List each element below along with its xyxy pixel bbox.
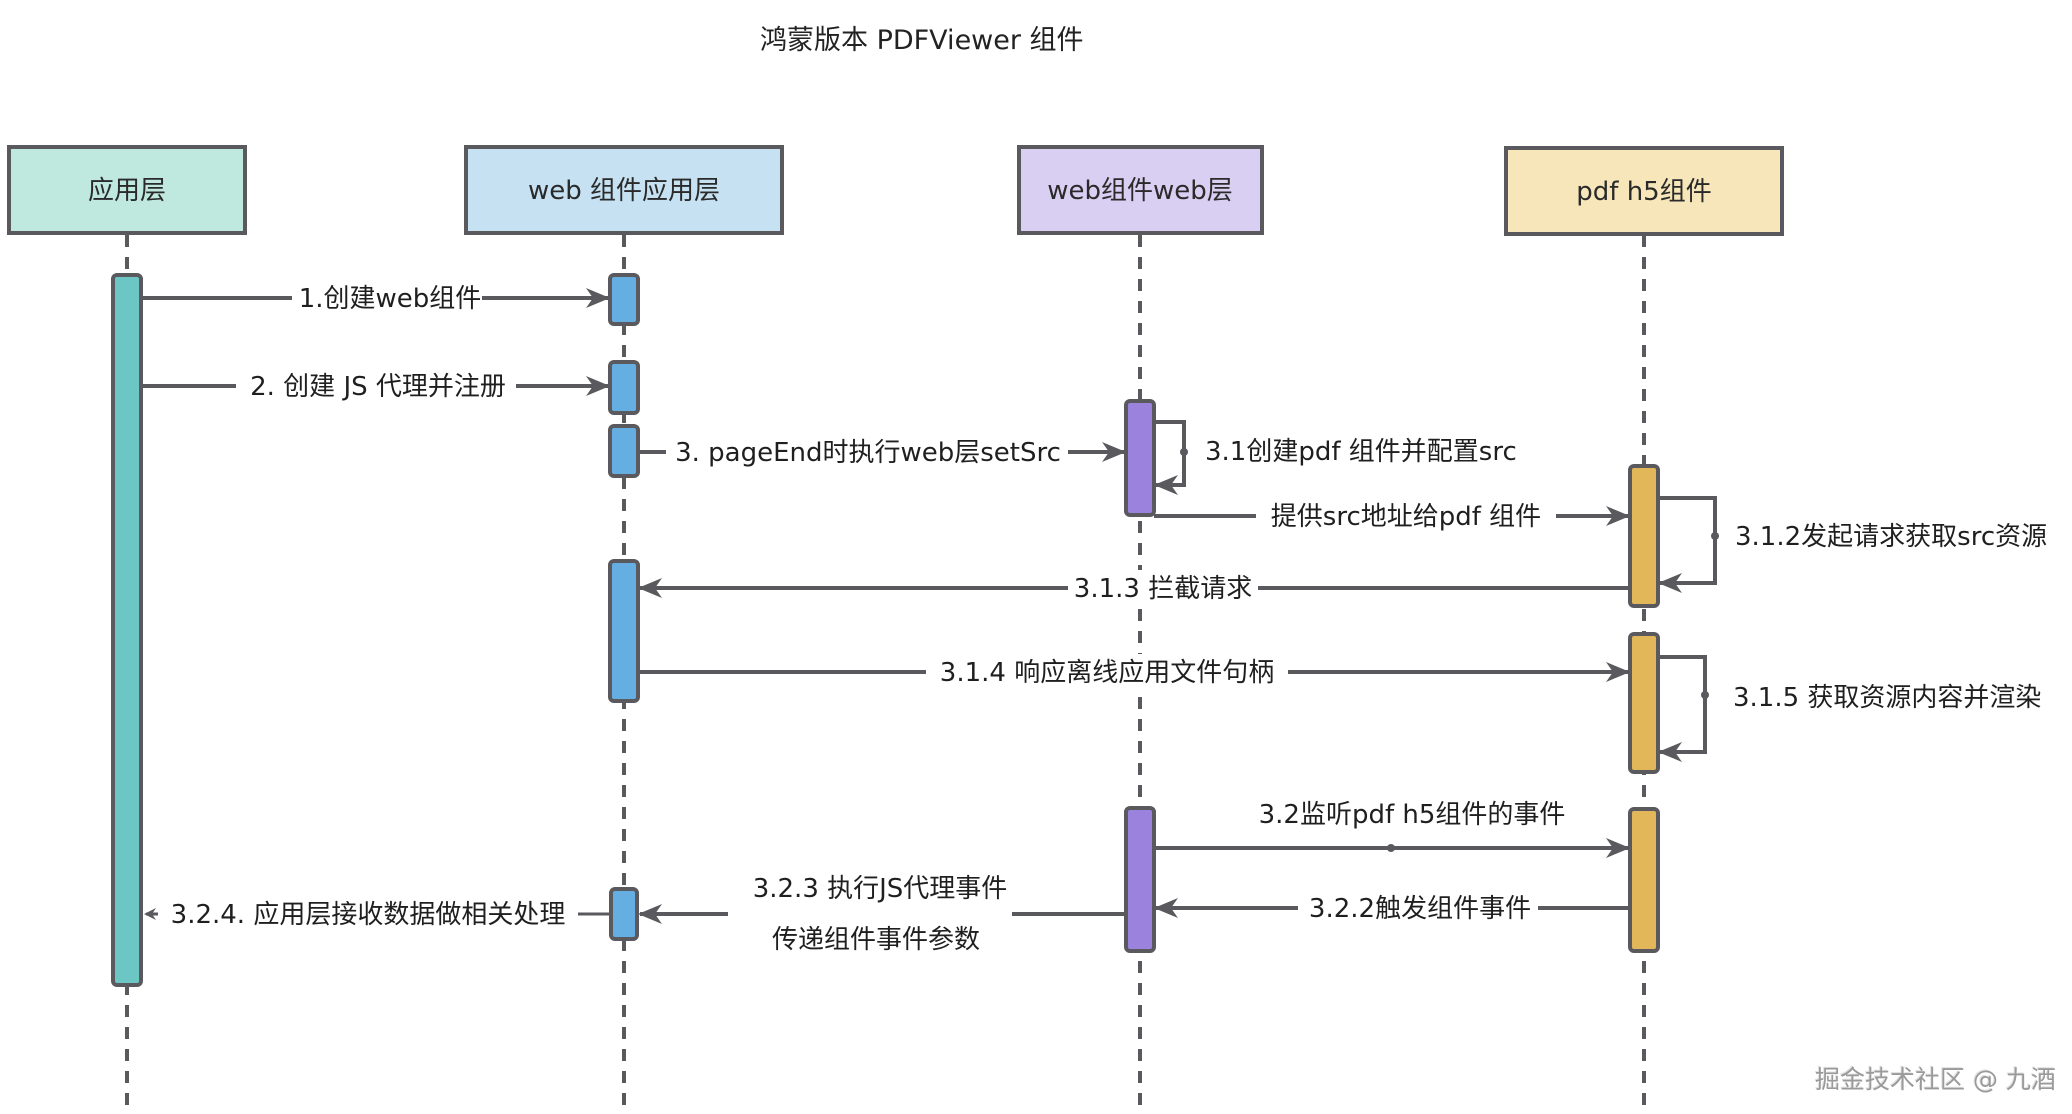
message-3-2[interactable]: 3.2监听pdf h5组件的事件 <box>1154 800 1630 858</box>
diagram-title: 鸿蒙版本 PDFViewer 组件 <box>760 25 1084 56</box>
message-label: 3.1.4 响应离线应用文件句柄 <box>940 658 1274 688</box>
activation-pdfh5-1 <box>1628 464 1660 608</box>
message-label: 3. pageEnd时执行web层setSrc <box>675 438 1061 468</box>
participant-pdfh5[interactable]: pdf h5组件 <box>1504 146 1784 236</box>
message-label: 2. 创建 JS 代理并注册 <box>250 372 506 402</box>
participant-label: web组件web层 <box>1047 176 1233 206</box>
activation-webapp-1 <box>608 273 640 326</box>
message-label: 3.1.2发起请求获取src资源 <box>1735 522 2047 552</box>
message-3-2-2[interactable]: 3.2.2触发组件事件 <box>1154 890 1630 924</box>
message-label: 3.2.2触发组件事件 <box>1309 894 1531 924</box>
message-label: 提供src地址给pdf 组件 <box>1271 502 1541 532</box>
activation-webweb-1 <box>1124 399 1156 517</box>
activation-pdfh5-2 <box>1628 632 1660 774</box>
message-3-1-self[interactable]: 3.1创建pdf 组件并配置src <box>1154 420 1517 495</box>
activation-webweb-2 <box>1124 806 1156 953</box>
participant-webapp[interactable]: web 组件应用层 <box>464 145 784 235</box>
message-label: 3.1创建pdf 组件并配置src <box>1205 437 1517 467</box>
activation-webapp-5 <box>609 887 639 941</box>
message-label: 3.2.4. 应用层接收数据做相关处理 <box>171 900 566 930</box>
message-label: 1.创建web组件 <box>299 284 482 314</box>
message-label: 3.1.3 拦截请求 <box>1074 574 1252 604</box>
message-label: 3.2监听pdf h5组件的事件 <box>1259 800 1566 830</box>
participant-app[interactable]: 应用层 <box>7 145 247 235</box>
activation-webapp-2 <box>608 360 640 415</box>
message-label: 3.2.3 执行JS代理事件 <box>753 874 1008 904</box>
activation-webapp-4 <box>608 559 640 703</box>
participant-label: web 组件应用层 <box>528 176 720 206</box>
participant-label: pdf h5组件 <box>1576 177 1711 207</box>
watermark: 掘金技术社区 @ 九酒 <box>1815 1065 2056 1094</box>
message-label-line2: 传递组件事件参数 <box>772 925 980 955</box>
message-3[interactable]: 3. pageEnd时执行web层setSrc <box>638 434 1126 468</box>
participant-label: 应用层 <box>88 176 166 206</box>
message-1[interactable]: 1.创建web组件 <box>141 280 610 314</box>
message-3-1-3[interactable]: 3.1.3 拦截请求 <box>638 570 1630 604</box>
activation-webapp-3 <box>608 424 640 478</box>
activation-app <box>111 273 143 987</box>
message-3-1-1[interactable]: 提供src地址给pdf 组件 <box>1154 498 1630 532</box>
participant-webweb[interactable]: web组件web层 <box>1017 145 1264 235</box>
message-3-1-4[interactable]: 3.1.4 响应离线应用文件句柄 <box>638 654 1630 688</box>
activation-pdfh5-3 <box>1628 807 1660 953</box>
message-3-2-3[interactable]: 3.2.3 执行JS代理事件 传递组件事件参数 <box>638 874 1126 955</box>
message-3-1-2-self[interactable]: 3.1.2发起请求获取src资源 <box>1658 496 2047 593</box>
message-label: 3.1.5 获取资源内容并渲染 <box>1733 683 2041 713</box>
message-3-1-5-self[interactable]: 3.1.5 获取资源内容并渲染 <box>1658 655 2041 762</box>
message-2[interactable]: 2. 创建 JS 代理并注册 <box>141 368 610 402</box>
message-3-2-4[interactable]: 3.2.4. 应用层接收数据做相关处理 <box>144 896 610 930</box>
